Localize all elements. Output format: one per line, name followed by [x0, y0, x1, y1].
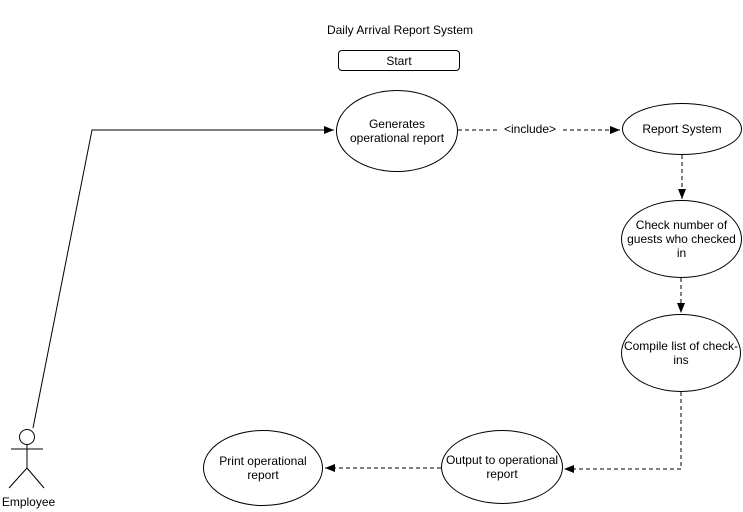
connector-employee-generates[interactable] — [32, 126, 334, 429]
actor-leg-left — [8, 467, 28, 489]
actor-leg-right — [26, 467, 45, 489]
usecase-label: Compile list of check-ins — [623, 339, 739, 367]
usecase-label: Generates operational report — [349, 117, 445, 145]
actor-employee-label: Employee — [1, 495, 56, 509]
usecase-report-system[interactable]: Report System — [622, 103, 742, 155]
include-label: <include> — [498, 122, 562, 137]
start-node-label: Start — [386, 53, 412, 68]
usecase-label: Report System — [642, 122, 722, 136]
connector-compilelist-output[interactable] — [564, 392, 682, 473]
usecase-compile-list-checkins[interactable]: Compile list of check-ins — [621, 314, 741, 392]
diagram-title: Daily Arrival Report System — [326, 23, 474, 37]
usecase-generates-operational-report[interactable]: Generates operational report — [336, 90, 458, 172]
usecase-label: Output to operational report — [445, 453, 559, 481]
actor-head — [19, 429, 35, 445]
usecase-label: Check number of guests who checked in — [627, 218, 736, 260]
actor-employee[interactable] — [8, 429, 45, 489]
usecase-label: Print operational report — [219, 454, 307, 482]
usecase-output-operational-report[interactable]: Output to operational report — [441, 430, 563, 504]
usecase-check-number-guests[interactable]: Check number of guests who checked in — [621, 200, 742, 278]
start-node[interactable]: Start — [338, 50, 460, 71]
usecase-print-operational-report[interactable]: Print operational report — [203, 430, 323, 506]
